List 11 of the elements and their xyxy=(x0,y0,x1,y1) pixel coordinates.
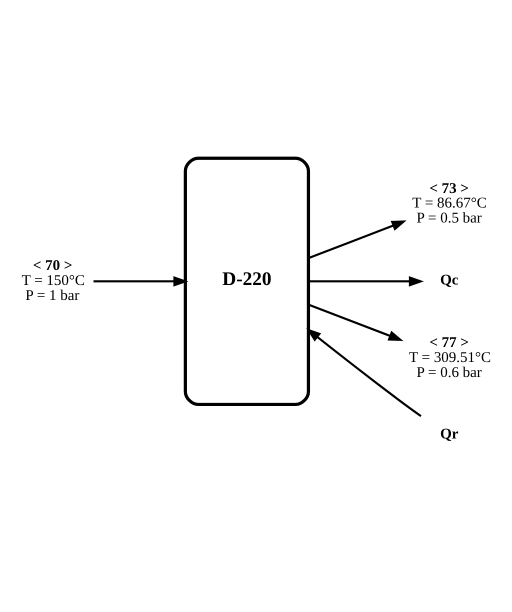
node-text: < 77 > T = 309.51°C P = 0.6 bar xyxy=(409,334,491,380)
arrow xyxy=(308,276,424,286)
arrow xyxy=(306,328,422,416)
node-text: Qr xyxy=(440,426,458,442)
arrow xyxy=(308,303,404,341)
arrow xyxy=(308,220,407,259)
arrow xyxy=(94,276,188,286)
node-text: < 70 > T = 150°C P = 1 bar xyxy=(22,257,85,304)
node-text: < 73 > T = 86.67°C P = 0.5 bar xyxy=(412,180,487,226)
node-text: Qc xyxy=(440,272,458,288)
node-box: D-220 xyxy=(184,156,310,406)
